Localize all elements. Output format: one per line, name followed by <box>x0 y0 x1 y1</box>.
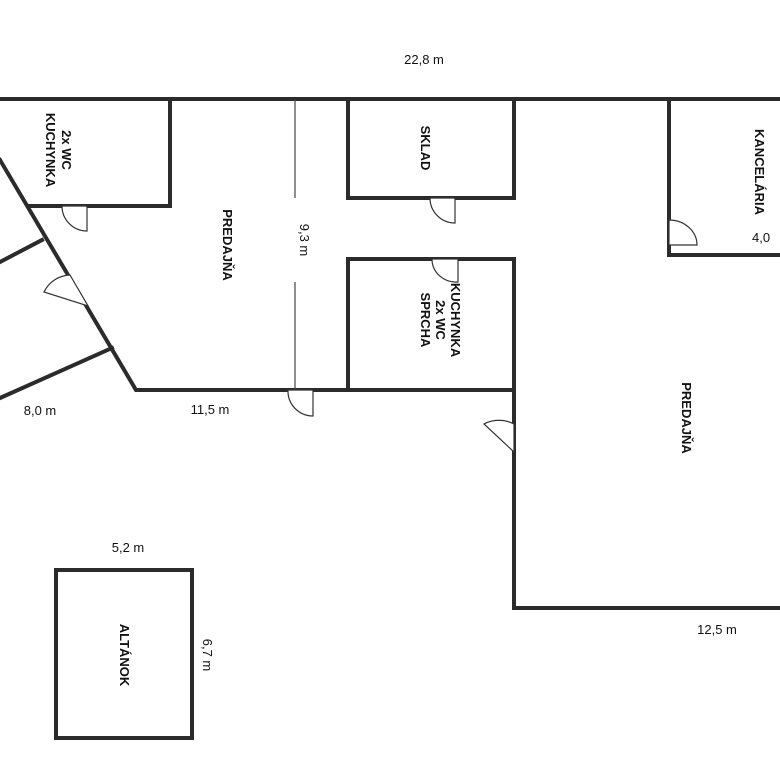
door-swing-icon <box>287 389 314 417</box>
room-label-line: 2x WC <box>433 300 448 340</box>
kitchen-shower-walls <box>346 257 516 392</box>
left-wing-upper-wall <box>0 237 45 265</box>
door-swing-icon <box>431 258 459 283</box>
walls <box>0 97 780 740</box>
room-storage: SKLAD <box>418 126 433 171</box>
room-gazebo: ALTÁNOK <box>117 624 132 687</box>
office-walls <box>667 97 780 257</box>
dimension-labels: 22,8 m 9,3 m 11,5 m 8,0 m 12,5 m 4,0 5,2… <box>24 52 770 671</box>
door-swing-icon <box>429 197 456 224</box>
dim-front-left: 11,5 m <box>191 402 230 417</box>
room-sales-left: PREDAJŇA <box>220 209 235 281</box>
door-swing-icon <box>43 274 90 308</box>
room-office: KANCELÁRIA <box>752 129 767 216</box>
dim-height: 9,3 m <box>297 224 312 257</box>
room-labels: 2x WC KUCHYNKA PREDAJŇA SKLAD KUCHYNKA 2… <box>43 113 767 687</box>
left-wing-lower-wall <box>0 345 115 401</box>
dim-left-wing: 8,0 m <box>24 403 57 418</box>
dim-office: 4,0 <box>752 230 770 245</box>
dim-right-bottom: 12,5 m <box>697 622 737 637</box>
diagonal-facade-wall <box>0 157 350 392</box>
room-label-line: KUCHYNKA <box>448 283 463 358</box>
gazebo-walls <box>54 568 194 740</box>
room-label-line: KUCHYNKA <box>43 113 58 188</box>
dim-gazebo-depth: 6,7 m <box>200 639 215 672</box>
door-swing-icon <box>482 419 515 454</box>
room-sales-right: PREDAJŇA <box>679 382 694 454</box>
door-swing-icon <box>61 205 88 232</box>
door-swings <box>43 197 698 454</box>
door-swing-icon <box>668 219 698 246</box>
dim-gazebo-width: 5,2 m <box>112 540 145 555</box>
room-kitchen-shower: KUCHYNKA 2x WC SPRCHA <box>418 283 463 358</box>
dim-top-width: 22,8 m <box>404 52 444 67</box>
room-label-line: SPRCHA <box>418 293 433 349</box>
room-wc-kitchen-top: 2x WC KUCHYNKA <box>43 113 74 188</box>
room-label-line: 2x WC <box>59 130 74 170</box>
right-sales-walls <box>512 388 780 610</box>
